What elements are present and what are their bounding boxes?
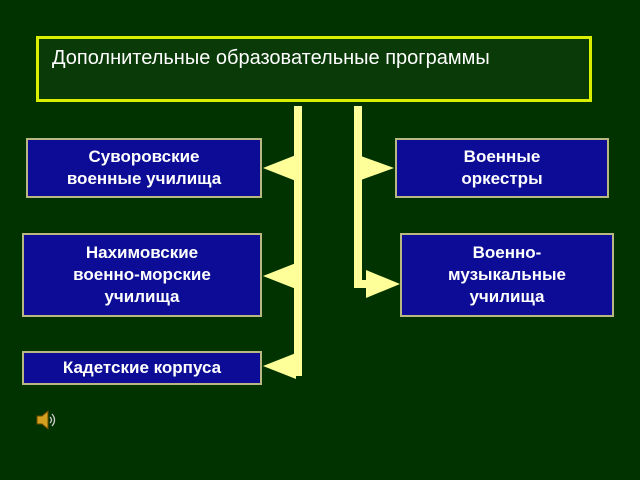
arrow-right-1 <box>358 155 394 181</box>
node-nakhimov-schools: Нахимовские военно-морские училища <box>22 233 262 317</box>
arrow-right-2 <box>366 270 400 298</box>
arrow-left-1 <box>263 155 296 181</box>
node-military-music-schools: Военно- музыкальные училища <box>400 233 614 317</box>
arrow-left-3 <box>263 353 296 379</box>
left-trunk <box>294 106 302 376</box>
diagram-title: Дополнительные образовательные программы <box>52 47 490 69</box>
speaker-icon[interactable] <box>36 408 58 437</box>
node-suvorov-schools: Суворовские военные училища <box>26 138 262 198</box>
arrow-left-2 <box>263 263 296 289</box>
title-box: Дополнительные образовательные программы <box>36 36 592 102</box>
node-military-orchestras: Военные оркестры <box>395 138 609 198</box>
right-trunk <box>354 106 362 284</box>
node-cadet-corps: Кадетские корпуса <box>22 351 262 385</box>
